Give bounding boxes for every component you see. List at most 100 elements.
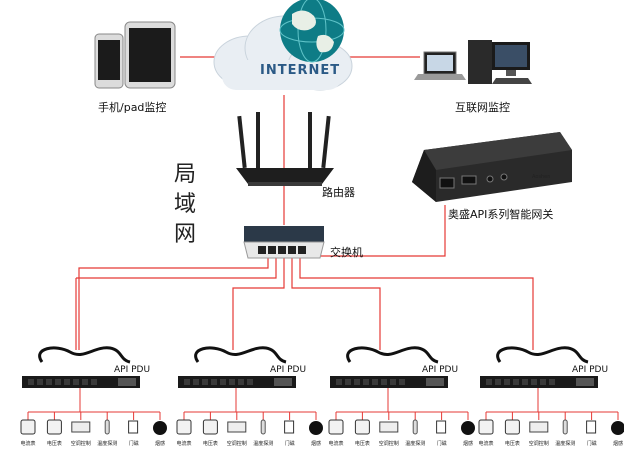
connection-lines (75, 56, 534, 350)
temperature-probe-icon (562, 419, 568, 435)
pdu-outlet (513, 379, 519, 385)
pdu-outlet (211, 379, 217, 385)
pdu-outlet (372, 379, 378, 385)
temperature-probe-icon (260, 419, 266, 435)
ammeter-icon (176, 419, 192, 435)
sensor-label: 电流表 (328, 440, 343, 447)
pdu-outlet (82, 379, 88, 385)
temperature-probe-icon (104, 419, 110, 435)
ac-controller-icon (529, 421, 549, 433)
sensor-label: 电压表 (203, 440, 218, 447)
pdu-outlet (91, 379, 97, 385)
pdu-outlet (193, 379, 199, 385)
voltmeter-icon (46, 419, 62, 435)
sensor-label: 门磁 (587, 440, 597, 447)
lan-char: 网 (173, 222, 196, 247)
sensor-label: 空调控制 (379, 440, 399, 447)
pdu-outlet (229, 379, 235, 385)
smoke-detector-icon (309, 421, 323, 435)
pdu-outlet (64, 379, 70, 385)
sensor-label: 温度探测 (253, 440, 273, 447)
door-sensor-icon (284, 420, 295, 434)
link-switch-pdu3 (291, 258, 381, 350)
pdu-outlet (336, 379, 342, 385)
pdu-unit: API PDU电流表电压表空调控制温度探测门磁烟感 (176, 346, 323, 447)
lan-vertical-label: 局 域 网 (168, 160, 202, 250)
sensor-label: 温度探测 (555, 440, 575, 447)
pdu-display (576, 378, 594, 386)
sensor-label: 电流表 (478, 440, 493, 447)
desktop-pc-icon (468, 40, 532, 84)
phone-icon (94, 33, 124, 89)
sensor-label: 门磁 (129, 440, 139, 447)
pdu-unit: API PDU电流表电压表空调控制温度探测门磁烟感 (478, 346, 624, 447)
pdu-display (426, 378, 444, 386)
door-sensor-icon (436, 420, 447, 434)
ammeter-icon (478, 419, 494, 435)
pdu-display (274, 378, 292, 386)
pdu-outlet (363, 379, 369, 385)
tablet-icon (124, 21, 176, 89)
lan-char: 局 (173, 162, 196, 187)
pdu-outlet (399, 379, 405, 385)
ammeter-icon (20, 419, 36, 435)
pdu-outlet (540, 379, 546, 385)
pdu-outlet (495, 379, 501, 385)
ammeter-icon (328, 419, 344, 435)
pdu-outlet (504, 379, 510, 385)
sensor-label: 电压表 (47, 440, 62, 447)
link-switch-pdu2 (232, 258, 285, 350)
pdu-unit: API PDU电流表电压表空调控制温度探测门磁烟感 (328, 346, 475, 447)
sensor-label: 电流表 (20, 440, 35, 447)
pdu-outlet (354, 379, 360, 385)
ac-controller-icon (71, 421, 91, 433)
pdu-label: API PDU (422, 365, 458, 375)
sensor-label: 门磁 (437, 440, 447, 447)
mobile-label: 手机/pad监控 (98, 101, 167, 114)
link-switch-gateway (300, 205, 446, 257)
pc-label: 互联网监控 (455, 101, 510, 114)
sensor-label: 烟感 (311, 440, 321, 447)
sensor-label: 空调控制 (529, 440, 549, 447)
sensor-label: 烟感 (155, 440, 165, 447)
door-sensor-icon (128, 420, 139, 434)
gateway-brand-mark: Aoshen (532, 174, 550, 180)
pdu-outlet (247, 379, 253, 385)
pdu-outlet (73, 379, 79, 385)
pdu-outlet (55, 379, 61, 385)
power-cord-icon (496, 346, 589, 364)
link-switch-pdu4 (299, 258, 534, 350)
pdu-outlet (238, 379, 244, 385)
globe-icon (279, 0, 345, 63)
sensor-label: 空调控制 (71, 440, 91, 447)
gateway-label: 奥盛API系列智能网关 (448, 208, 554, 221)
power-cord-icon (194, 346, 287, 364)
ac-controller-icon (227, 421, 247, 433)
voltmeter-icon (504, 419, 520, 435)
sensor-label: 电压表 (505, 440, 520, 447)
pdu-outlet (345, 379, 351, 385)
router-label: 路由器 (322, 186, 355, 199)
voltmeter-icon (202, 419, 218, 435)
pdu-outlet (549, 379, 555, 385)
link-switch-pdu1 (78, 258, 269, 350)
door-sensor-icon (586, 420, 597, 434)
switch-label: 交换机 (330, 246, 363, 259)
pdu-outlet (46, 379, 52, 385)
pdu-outlet (202, 379, 208, 385)
voltmeter-icon (354, 419, 370, 435)
sensor-label: 烟感 (613, 440, 623, 447)
lan-char: 域 (173, 192, 196, 217)
sensor-label: 烟感 (463, 440, 473, 447)
pdu-outlet (28, 379, 34, 385)
power-cord-icon (346, 346, 439, 364)
pdu-label: API PDU (114, 365, 150, 375)
gateway-device-icon: Aoshen (412, 132, 572, 202)
sensor-label: 空调控制 (227, 440, 247, 447)
smoke-detector-icon (153, 421, 167, 435)
pdu-display (118, 378, 136, 386)
pdu-outlet (531, 379, 537, 385)
pdu-outlet (184, 379, 190, 385)
